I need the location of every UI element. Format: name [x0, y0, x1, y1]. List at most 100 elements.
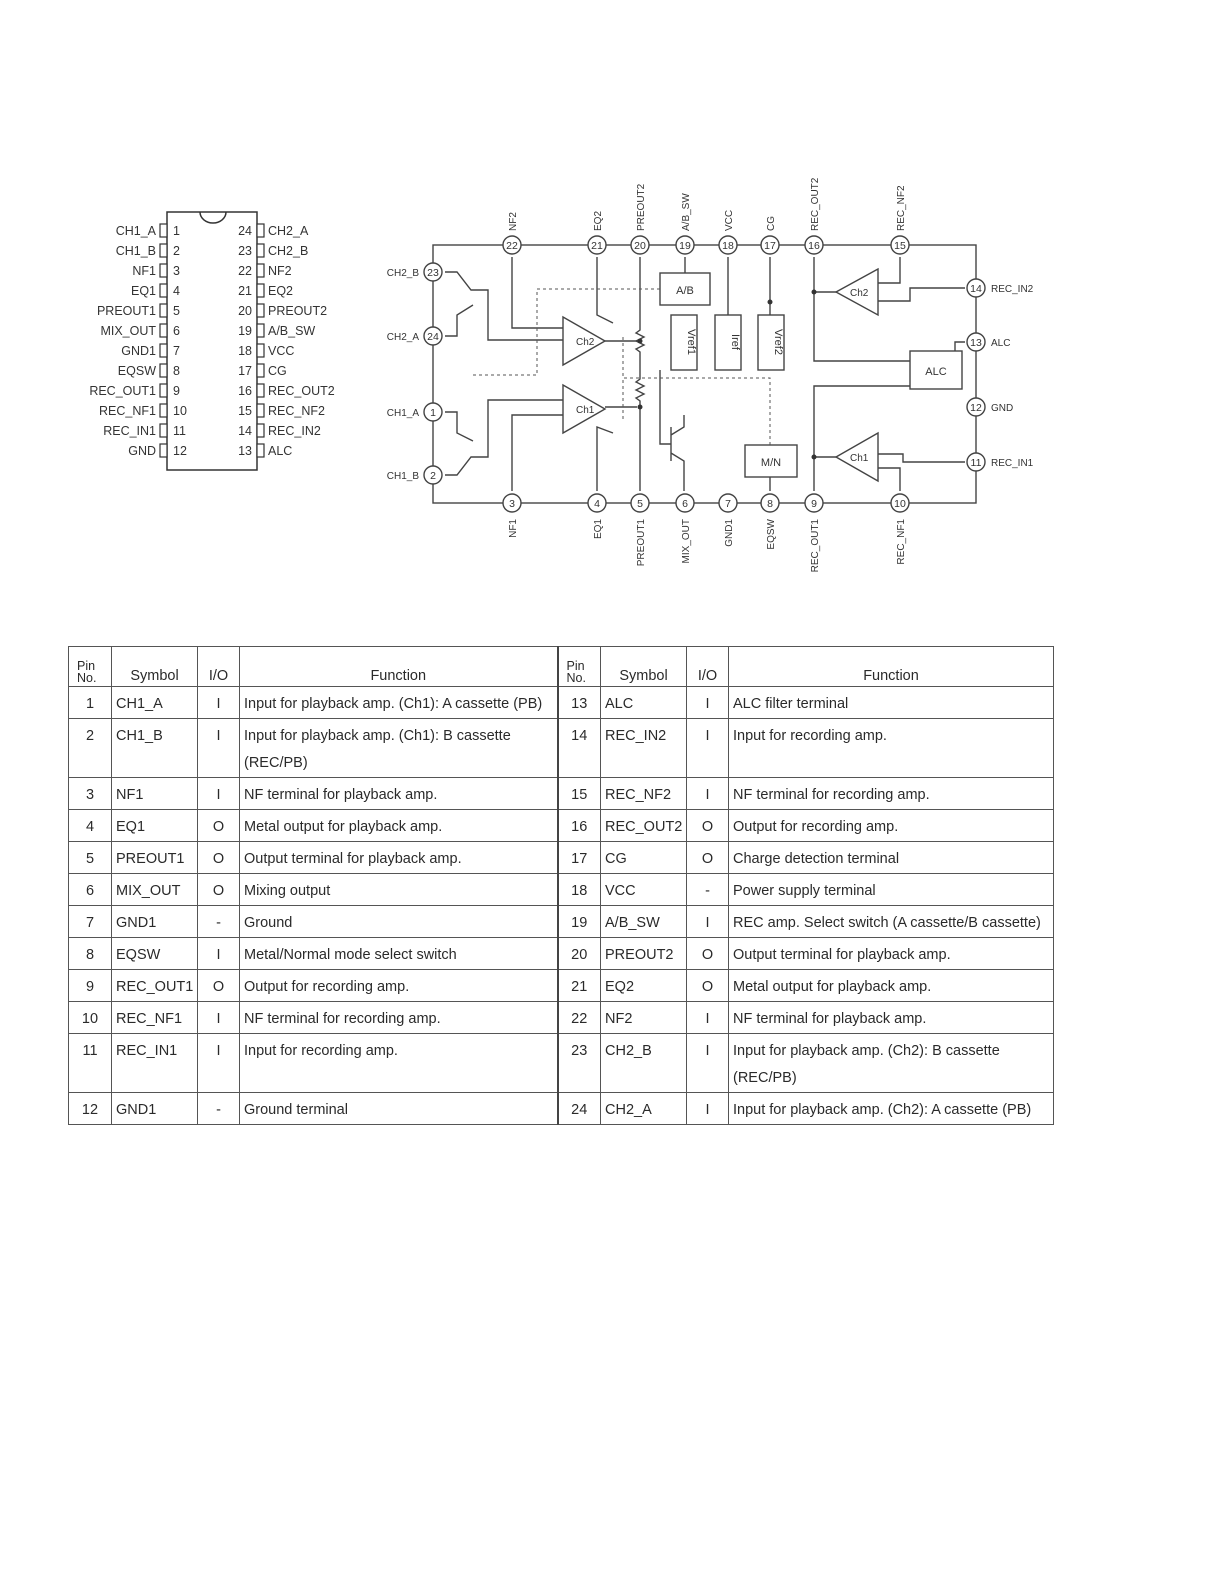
cell-function: Input for recording amp.: [728, 718, 1054, 778]
pin-number: 16: [238, 384, 252, 398]
pin-name: CH2_A: [387, 332, 420, 343]
cell-symbol: REC_NF2: [600, 777, 687, 810]
pin-lead: [159, 403, 168, 418]
cell-io: I: [686, 1092, 729, 1125]
pin-name: REC_IN2: [268, 424, 321, 438]
cell-io: O: [686, 841, 729, 874]
header-symbol: Symbol: [600, 646, 687, 687]
pin-name: NF2: [508, 212, 519, 231]
cell-pin-no: 8: [68, 937, 112, 970]
pin-name: REC_NF2: [268, 404, 325, 418]
header-function: Function: [728, 646, 1054, 687]
pin-number: 21: [591, 240, 603, 252]
cell-io: -: [197, 905, 240, 938]
header-io: I/O: [197, 646, 240, 687]
cell-symbol: REC_OUT1: [111, 969, 198, 1002]
cell-function: REC amp. Select switch (A cassette/B cas…: [728, 905, 1054, 938]
cell-symbol: GND1: [111, 1092, 198, 1125]
cell-io: O: [197, 809, 240, 842]
pin-lead: [256, 263, 265, 278]
pin-circle: [675, 235, 695, 255]
cell-function: Input for playback amp. (Ch1): B cassett…: [239, 718, 558, 778]
pin-name: GND: [128, 444, 156, 458]
cell-function: Input for recording amp.: [239, 1033, 558, 1093]
pin-circle: [966, 332, 986, 352]
rec-amp-ch2-label: Ch2: [850, 288, 869, 299]
cell-symbol: EQSW: [111, 937, 198, 970]
cell-symbol: CH2_A: [600, 1092, 687, 1125]
pin-name: REC_NF2: [896, 185, 907, 231]
node-dot: [811, 454, 817, 460]
pin-name: CH1_B: [116, 244, 156, 258]
cell-pin-no: 1: [68, 686, 112, 719]
cell-pin-no: 10: [68, 1001, 112, 1034]
cell-function: Ground terminal: [239, 1092, 558, 1125]
pin-name: ALC: [991, 338, 1010, 349]
cell-io: O: [686, 969, 729, 1002]
pin-number: 3: [173, 264, 180, 278]
cell-pin-no: 6: [68, 873, 112, 906]
pin-name: EQ2: [268, 284, 293, 298]
vref2-block: [757, 314, 785, 371]
pin-name: REC_IN1: [991, 458, 1034, 469]
pin-circle: [423, 465, 443, 485]
cell-function: Output for recording amp.: [728, 809, 1054, 842]
pin-circle: [718, 235, 738, 255]
pin-circle: [804, 493, 824, 513]
pin-circle: [630, 493, 650, 513]
cell-pin-no: 2: [68, 718, 112, 778]
pin-number: 22: [506, 240, 518, 252]
vref2-block-label: Vref2: [772, 329, 784, 355]
header-function: Function: [239, 646, 558, 687]
pin-number: 7: [173, 344, 180, 358]
cell-function: Output terminal for playback amp.: [728, 937, 1054, 970]
ab-block: [659, 272, 711, 306]
pin-number: 12: [173, 444, 187, 458]
pin-circle: [675, 493, 695, 513]
pin-number: 20: [238, 304, 252, 318]
pin-lead: [256, 443, 265, 458]
pin-circle: [718, 493, 738, 513]
pin-name: MIX_OUT: [100, 324, 156, 338]
pin-number: 23: [427, 267, 439, 279]
cell-pin-no: 18: [556, 873, 601, 906]
bd-top-pin: 22 NF2: [502, 212, 522, 255]
cell-function: NF terminal for recording amp.: [728, 777, 1054, 810]
pin-lead: [256, 383, 265, 398]
cell-pin-no: 15: [556, 777, 601, 810]
pin-number: 18: [238, 344, 252, 358]
pin-lead: [256, 243, 265, 258]
node-dot: [767, 299, 773, 305]
pin-number: 4: [594, 498, 600, 510]
cell-symbol: VCC: [600, 873, 687, 906]
pin-number: 18: [722, 240, 734, 252]
pin-circle: [502, 493, 522, 513]
pin-number: 10: [173, 404, 187, 418]
cell-symbol: CH1_A: [111, 686, 198, 719]
pin-number: 2: [173, 244, 180, 258]
wire-rec-out2: [813, 257, 910, 362]
cell-pin-no: 14: [556, 718, 601, 778]
mn-block-label: M/N: [761, 457, 781, 469]
pin-number: 2: [430, 470, 436, 482]
